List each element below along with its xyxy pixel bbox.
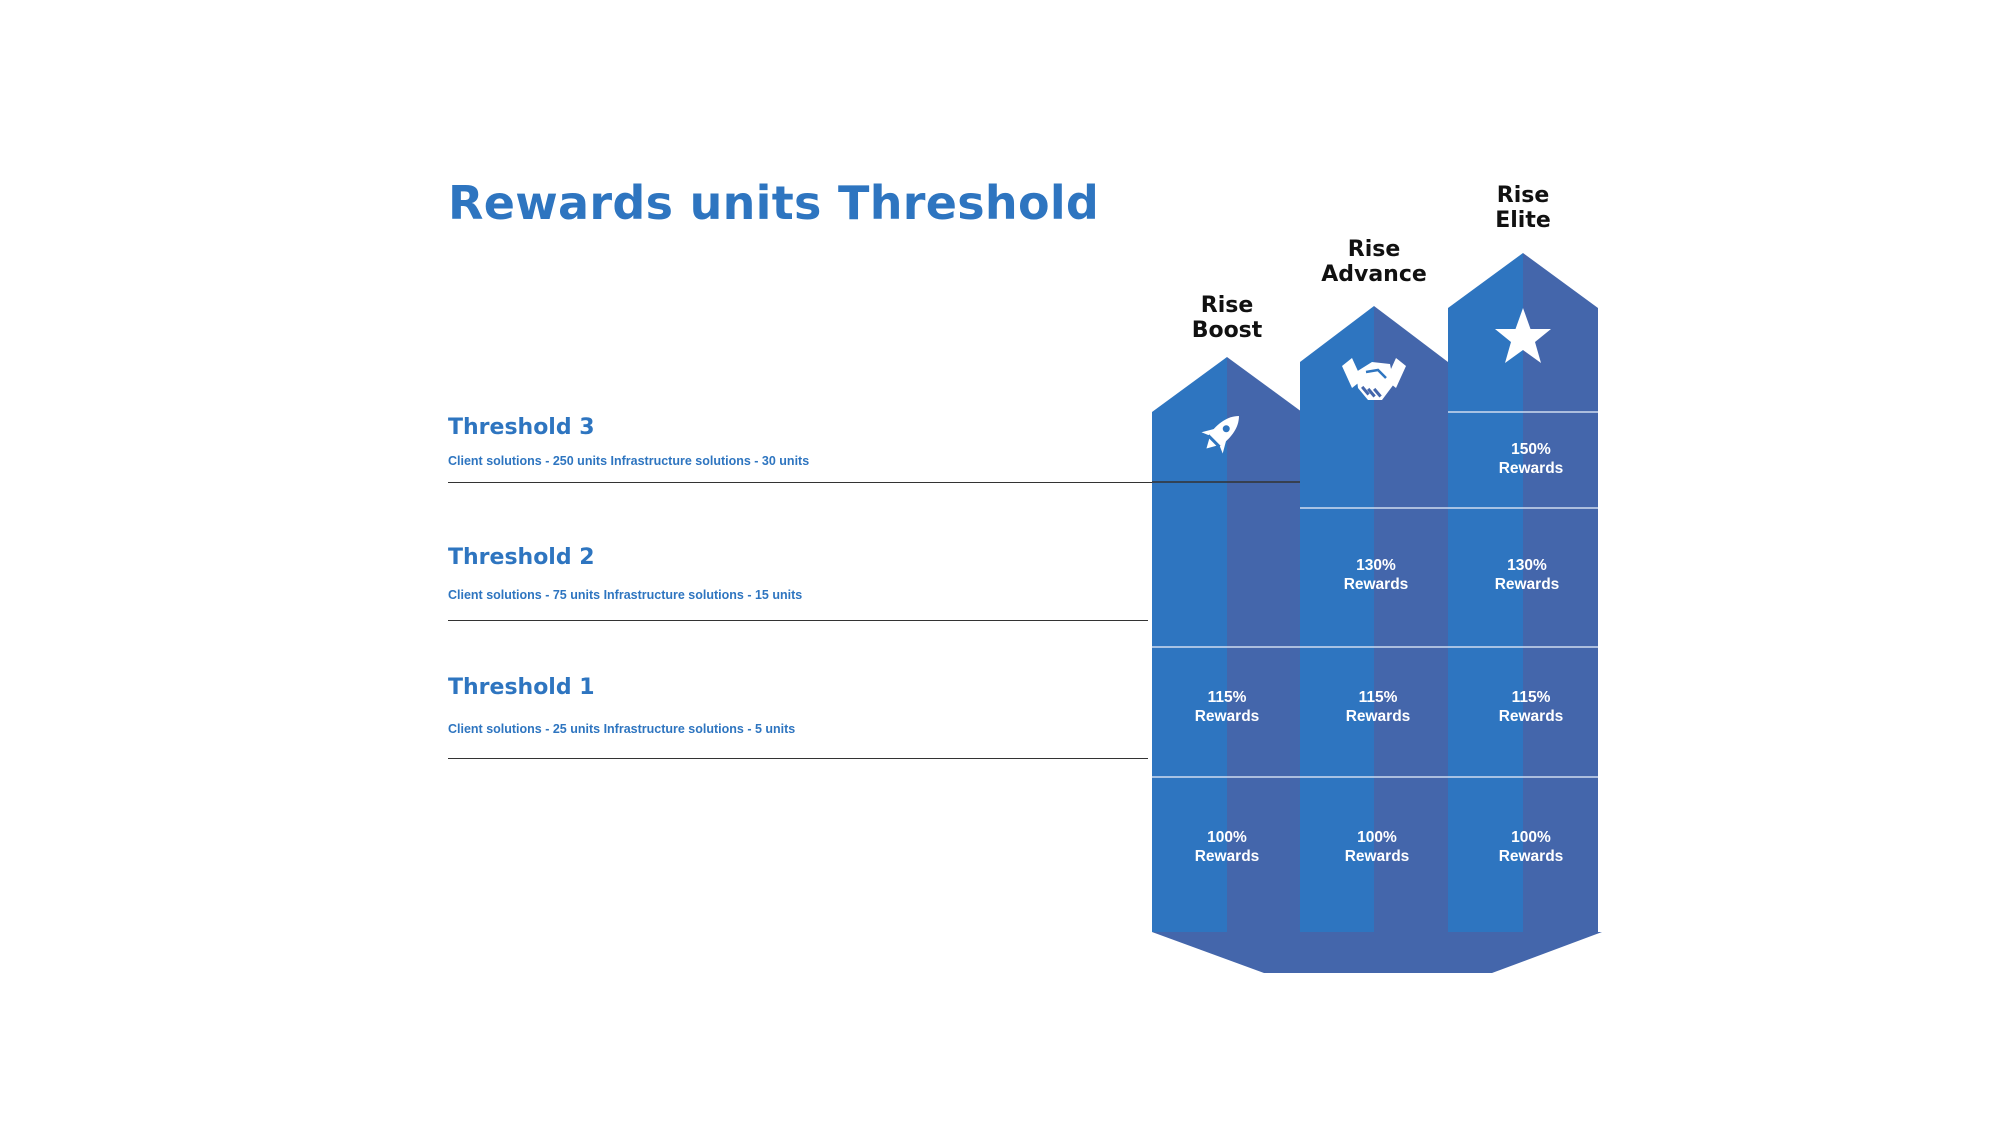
threshold-2-title: Threshold 2 <box>448 545 595 570</box>
threshold-3-description: Client solutions - 250 units Infrastruct… <box>448 454 810 468</box>
threshold-1-title: Threshold 1 <box>448 675 595 700</box>
tier-column-boost <box>1152 357 1302 932</box>
reward-boost-threshold-1: 115% Rewards <box>1194 689 1260 725</box>
tier-advance-line1: Rise <box>1347 237 1401 262</box>
star-icon <box>1495 308 1551 363</box>
tier-elite-line2: Elite <box>1495 208 1551 233</box>
threshold-2-description: Client solutions - 75 units Infrastructu… <box>448 588 803 602</box>
threshold-1-description: Client solutions - 25 units Infrastructu… <box>448 722 796 736</box>
reward-boost-base: 100% Rewards <box>1194 829 1260 865</box>
tier-label-advance: Rise Advance <box>1299 237 1449 287</box>
handshake-icon <box>1342 358 1406 400</box>
tier-boost-line2: Boost <box>1191 318 1263 343</box>
tier-label-boost: Rise Boost <box>1152 293 1302 343</box>
columns-base <box>1152 932 1602 973</box>
reward-advance-threshold-1: 115% Rewards <box>1345 689 1411 725</box>
reward-elite-threshold-3: 150% Rewards <box>1498 441 1564 477</box>
tier-column-advance <box>1300 306 1448 932</box>
reward-advance-base: 100% Rewards <box>1344 829 1410 865</box>
reward-elite-base: 100% Rewards <box>1498 829 1564 865</box>
threshold-3-title: Threshold 3 <box>448 415 595 440</box>
threshold-2-divider <box>448 620 1148 621</box>
tier-boost-line1: Rise <box>1200 293 1254 318</box>
tier-label-elite: Rise Elite <box>1448 183 1598 233</box>
reward-elite-threshold-2: 130% Rewards <box>1494 557 1560 593</box>
tier-column-elite <box>1448 253 1598 932</box>
reward-advance-threshold-2: 130% Rewards <box>1343 557 1409 593</box>
rocket-icon <box>1201 416 1239 454</box>
page-title: Rewards units Threshold <box>448 176 1100 230</box>
threshold-1-divider <box>448 758 1148 759</box>
cell-dividers <box>1152 411 1598 778</box>
tier-advance-line2: Advance <box>1321 262 1427 287</box>
tier-elite-line1: Rise <box>1496 183 1550 208</box>
threshold-3-divider <box>448 482 1298 483</box>
reward-elite-threshold-1: 115% Rewards <box>1498 689 1564 725</box>
